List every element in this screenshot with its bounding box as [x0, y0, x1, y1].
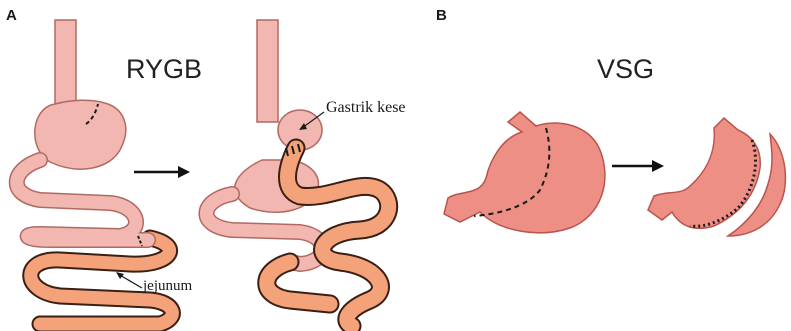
- panel-a-letter: A: [6, 7, 17, 24]
- stomach-before-vsg: [444, 112, 605, 233]
- stomach-after-vsg: [648, 118, 785, 236]
- panel-b: B VSG: [436, 7, 785, 236]
- panel-b-title: VSG: [597, 54, 654, 84]
- arrow-b: [612, 160, 664, 172]
- rygb-anatomy: Gastrik kese: [206, 20, 405, 326]
- esophagus-post: [257, 20, 278, 122]
- gastric-sleeve: [648, 118, 760, 228]
- arrow-a: [134, 166, 190, 178]
- esophagus: [55, 20, 76, 110]
- jejunum-label: jejunum: [142, 278, 192, 294]
- panel-a-title: RYGB: [126, 54, 202, 84]
- panel-a: A RYGB jejunum: [6, 7, 406, 326]
- gastric-pouch-label: Gastrik kese: [326, 99, 406, 116]
- stomach-normal: [35, 100, 126, 169]
- panel-b-letter: B: [436, 7, 447, 24]
